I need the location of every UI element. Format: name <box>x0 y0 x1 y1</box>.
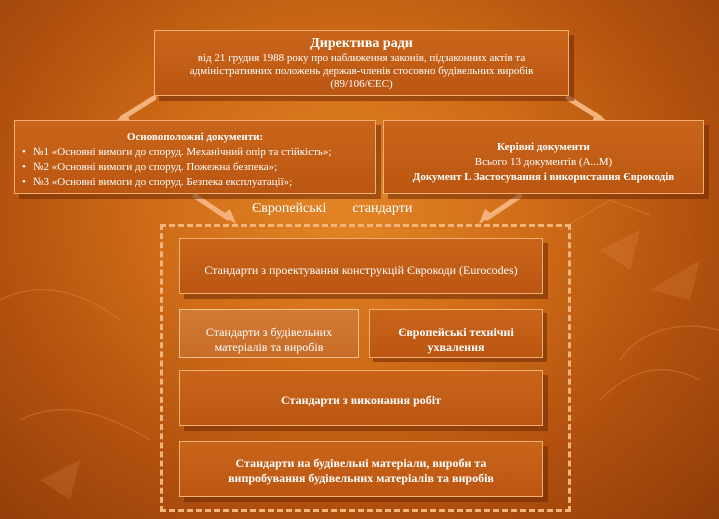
european-standards-frame <box>160 224 571 512</box>
design-standards-label: Стандарти з проектування конструкцій Євр… <box>204 263 518 277</box>
works-execution-standards-label: Стандарти з виконання робіт <box>281 393 441 407</box>
directive-line-1: від 21 грудня 1988 року про наближення з… <box>197 52 526 64</box>
directive-line-2: адміністративних положень держав-членів … <box>189 65 534 77</box>
materials-standards-line-1: Стандарти з будівельних <box>205 325 333 339</box>
directive-box: Директива ради від 21 грудня 1988 року п… <box>154 30 569 96</box>
directive-title: Директива ради <box>310 36 413 51</box>
testing-standards-line-1: Стандарти на будівельні матеріали, вироб… <box>235 456 487 470</box>
guidance-documents-title: Керівні документи <box>497 141 590 153</box>
fundamental-documents-list: №1 «Основні вимоги до споруд. Механічний… <box>21 145 369 190</box>
directive-line-3: (89/106/ЄЕС) <box>330 78 393 90</box>
guidance-documents-count: Всього 13 документів (А...М) <box>474 156 613 168</box>
testing-standards-line-2: випробування будівельних матеріалів та в… <box>228 471 494 485</box>
european-standards-word-2: стандарти <box>352 201 413 216</box>
guidance-document-l: Документ L Застосування і використання Є… <box>412 171 675 183</box>
testing-standards-box: Стандарти на будівельні матеріали, вироб… <box>179 441 543 497</box>
materials-standards-box: Стандарти з будівельних матеріалів та ви… <box>179 309 359 358</box>
materials-standards-line-2: матеріалів та виробів <box>214 340 324 354</box>
technical-approvals-line-2: ухвалення <box>427 340 485 354</box>
list-item: №1 «Основні вимоги до споруд. Механічний… <box>22 145 369 160</box>
technical-approvals-line-1: Європейські технічні <box>398 325 514 339</box>
guidance-documents-box: Керівні документи Всього 13 документів (… <box>383 120 704 194</box>
list-item: №3 «Основні вимоги до споруд. Безпека ек… <box>22 175 369 190</box>
technical-approvals-box: Європейські технічні ухвалення <box>369 309 543 358</box>
works-execution-standards-box: Стандарти з виконання робіт <box>179 370 543 426</box>
fundamental-documents-box: Основоположні документи: №1 «Основні вим… <box>14 120 376 194</box>
fundamental-documents-title: Основоположні документи: <box>126 131 264 143</box>
list-item: №2 «Основні вимоги до споруд. Пожежна бе… <box>22 160 369 175</box>
design-standards-box: Стандарти з проектування конструкцій Євр… <box>179 238 543 294</box>
european-standards-label: Європейські стандарти <box>252 201 462 217</box>
european-standards-word-1: Європейські <box>252 201 327 216</box>
